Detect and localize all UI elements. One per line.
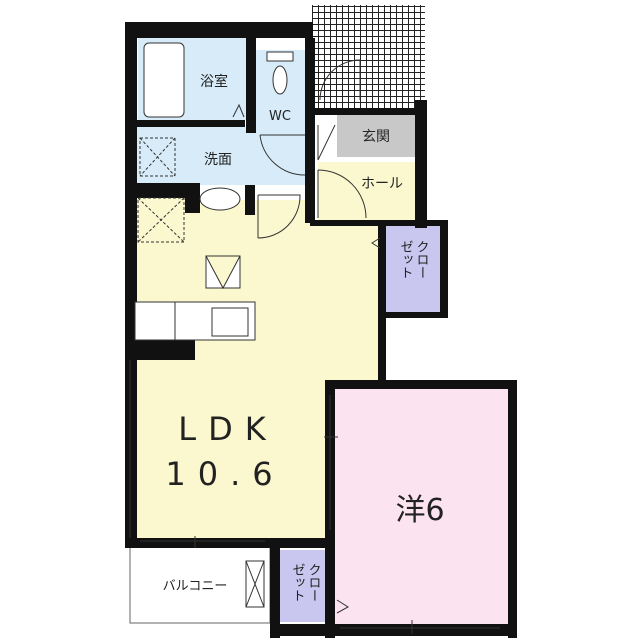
washroom xyxy=(135,127,305,185)
closet-bottom[interactable] xyxy=(280,550,330,622)
label-ldk-size: 10.6 xyxy=(165,455,284,493)
label-balcony: バルコニー xyxy=(163,579,228,594)
bath-door-icon xyxy=(232,103,245,118)
entrance-area xyxy=(337,115,415,157)
label-western-room: 洋6 xyxy=(395,493,444,528)
label-wc: WC xyxy=(269,109,291,124)
label-ldk-name: LDK xyxy=(178,410,277,448)
toilet-icon xyxy=(272,65,288,95)
label-closet-bottom-col1: クロー xyxy=(306,563,321,602)
ldk-room xyxy=(135,185,380,540)
porch-tiles xyxy=(312,5,425,108)
toilet-tank xyxy=(266,51,294,62)
label-bath: 浴室 xyxy=(200,73,228,90)
balcony-area xyxy=(129,546,271,624)
hall-area xyxy=(318,162,415,222)
kitchen-counter xyxy=(134,301,256,341)
washer-pan xyxy=(139,137,176,177)
closet-top[interactable] xyxy=(386,226,440,312)
bathtub xyxy=(143,42,185,118)
doors[interactable] xyxy=(129,59,500,634)
label-closet-top-col1: クロー xyxy=(414,240,429,279)
washbasin-icon xyxy=(199,187,241,211)
label-hall: ホール xyxy=(361,176,403,192)
balcony-storage xyxy=(245,560,265,608)
label-washroom: 洗面 xyxy=(204,152,232,168)
western-room xyxy=(335,388,510,630)
label-entrance: 玄関 xyxy=(362,128,390,145)
storage-hatch xyxy=(137,197,185,243)
label-closet-bottom-col2: ゼット xyxy=(290,563,306,602)
range-hood-icon xyxy=(205,255,241,290)
label-closet-top-col2: ゼット xyxy=(398,240,414,279)
